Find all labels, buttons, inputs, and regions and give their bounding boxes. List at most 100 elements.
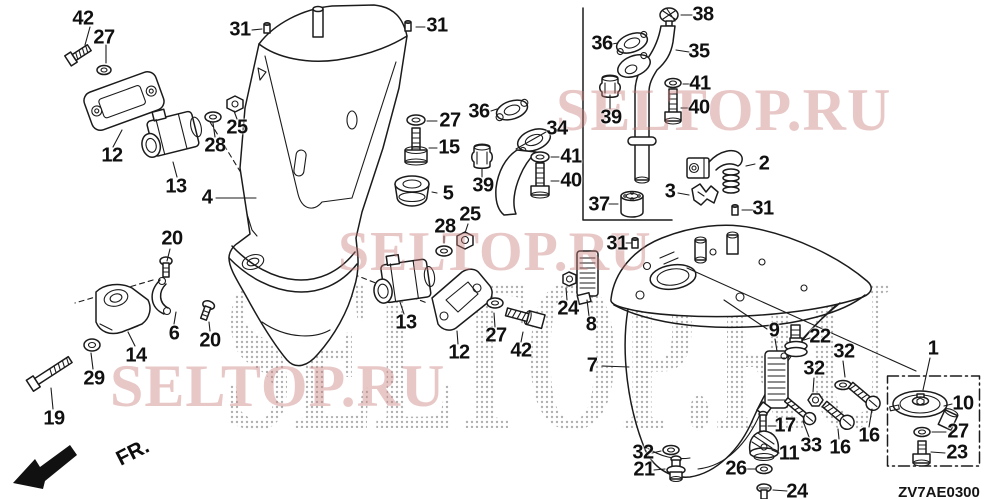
- tube-clamp-2: [686, 149, 743, 194]
- front-direction-label: FR.: [112, 434, 153, 471]
- part-callout-22-44: 22: [809, 325, 831, 348]
- pin-31-b: [404, 19, 412, 32]
- pin-31-a: [263, 21, 271, 34]
- gasket-36-main: [495, 98, 529, 122]
- front-direction-arrow: [13, 445, 77, 489]
- part-callout-12-26: 12: [448, 341, 470, 364]
- part-callout-10-57: 10: [952, 392, 974, 415]
- cap-38: [659, 7, 679, 27]
- water-tube-35: [617, 25, 676, 184]
- grommet-39-main: [471, 143, 493, 169]
- part-callout-23-59: 23: [946, 441, 968, 464]
- part-callout-15-16: 15: [438, 136, 460, 159]
- part-callout-6-9: 6: [168, 322, 180, 345]
- part-callout-1-56: 1: [927, 337, 939, 360]
- washer-26: [755, 463, 773, 475]
- diagram-code: ZV7AE0300: [898, 484, 980, 499]
- washer-41-main: [530, 151, 550, 163]
- screw-33: [783, 397, 817, 426]
- nut-24: [562, 271, 577, 287]
- part-callout-17-50: 17: [774, 414, 796, 437]
- bracket-14: [95, 283, 151, 335]
- part-callout-41-20: 41: [560, 145, 582, 168]
- part-callout-8-30: 8: [585, 313, 597, 336]
- part-callout-36-18: 36: [468, 100, 490, 123]
- part-callout-29-12: 29: [83, 367, 105, 390]
- bracket-12-top: [83, 70, 165, 132]
- part-callout-12-3: 12: [101, 144, 123, 167]
- part-callout-40-37: 40: [688, 96, 710, 119]
- washer-28-top: [204, 111, 222, 123]
- part-callout-36-35: 36: [591, 32, 613, 55]
- washer-27-low: [486, 297, 504, 309]
- leader-lines: [50, 14, 953, 492]
- grommet-39-inset: [599, 74, 621, 98]
- part-callout-11-51: 11: [778, 442, 800, 465]
- extension-case: [228, 4, 408, 367]
- screw-20-a: [159, 256, 173, 278]
- screw-16-b: [821, 400, 855, 431]
- part-callout-4-7: 4: [201, 186, 213, 209]
- bolt-22: [784, 324, 808, 358]
- washer-28-mid: [435, 245, 453, 257]
- shift-valve-13-top: [141, 108, 202, 158]
- screw-16-a: [847, 381, 881, 412]
- part1-inset-box: [886, 375, 981, 467]
- part-callout-13-25: 13: [395, 311, 417, 334]
- part-callout-28-5: 28: [204, 134, 226, 157]
- washer-29: [83, 338, 101, 352]
- bolt-23: [912, 440, 931, 467]
- washer-41-inset: [664, 77, 682, 89]
- part-callout-34-19: 34: [546, 117, 568, 140]
- part-callout-38-33: 38: [692, 3, 714, 26]
- bolt-19: [25, 355, 73, 392]
- part-callout-27-15: 27: [439, 109, 461, 132]
- nut-25-top: [226, 95, 244, 113]
- screw-20-b: [199, 300, 216, 321]
- part-callout-25-23: 25: [459, 203, 481, 226]
- part-callout-14-11: 14: [125, 344, 147, 367]
- part-callout-27-58: 27: [947, 420, 969, 443]
- part-callout-41-36: 41: [689, 72, 711, 95]
- part-callout-24-29: 24: [557, 297, 579, 320]
- part-callout-19-13: 19: [43, 407, 65, 430]
- part-callout-5-17: 5: [442, 182, 454, 205]
- part-callout-16-47: 16: [858, 424, 880, 447]
- part-callout-32-45: 32: [833, 340, 855, 363]
- part-callout-2-40: 2: [758, 152, 770, 175]
- washer-27-top: [96, 64, 112, 76]
- part-callout-39-38: 39: [600, 106, 622, 129]
- part-callout-3-41: 3: [664, 180, 676, 203]
- nut-32-b: [807, 393, 824, 407]
- washer-27-mid: [406, 114, 426, 126]
- mount-rubber-11: [748, 430, 780, 462]
- part-callout-35-34: 35: [688, 40, 710, 63]
- part-callout-31-2: 31: [229, 18, 251, 41]
- part-callout-28-24: 28: [434, 215, 456, 238]
- grate-9: [756, 350, 789, 417]
- part-callout-32-54: 32: [632, 441, 654, 464]
- clamp-6: [151, 276, 172, 316]
- clip-3: [691, 183, 719, 206]
- part-callout-32-46: 32: [803, 357, 825, 380]
- part-callout-42-0: 42: [72, 7, 94, 30]
- gasket-36-inset: [615, 30, 649, 56]
- screw-24-bottom: [756, 483, 772, 499]
- bushing-37: [620, 190, 644, 218]
- part-callout-26-52: 26: [725, 457, 747, 480]
- part-callout-24-55: 24: [786, 480, 808, 499]
- grommet-5: [394, 175, 430, 207]
- part-callout-13-4: 13: [165, 175, 187, 198]
- part-callout-20-10: 20: [199, 329, 221, 352]
- part-callout-7-31: 7: [586, 354, 598, 377]
- part-callout-39-22: 39: [472, 174, 494, 197]
- part-callout-27-1: 27: [93, 26, 115, 49]
- screw-21: [666, 455, 686, 483]
- part-callout-33-49: 33: [800, 434, 822, 457]
- part-callout-31-32: 31: [606, 232, 628, 255]
- plate-10: [889, 390, 959, 431]
- shift-valve-13-low: [373, 253, 436, 304]
- washer-27-inset: [913, 426, 931, 438]
